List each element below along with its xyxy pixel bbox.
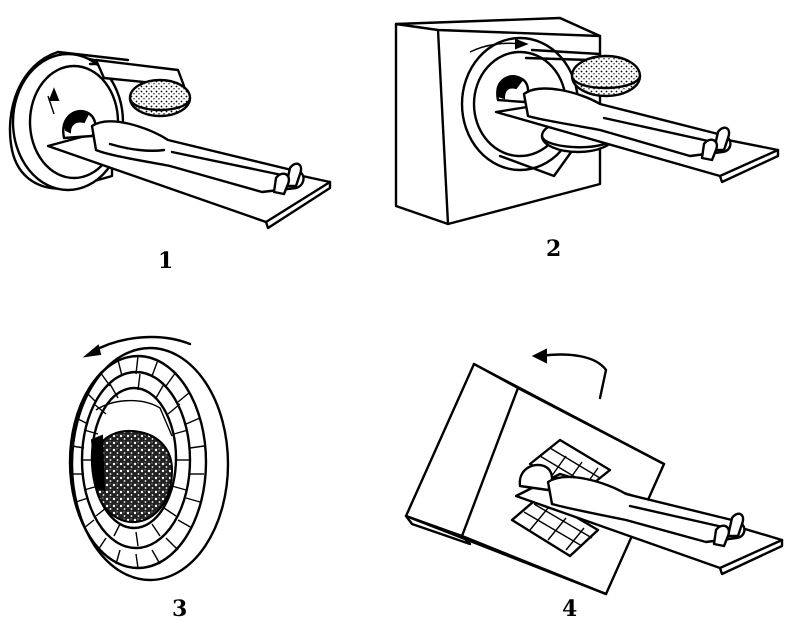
- panel-4: 4: [404, 348, 784, 621]
- panel-3: 3: [68, 335, 230, 621]
- x-ray-source: [570, 54, 642, 98]
- patient-figure: [518, 463, 746, 548]
- panel-label-3: 3: [172, 596, 187, 621]
- patient-figure: [496, 75, 732, 162]
- panel-label-4: 4: [562, 596, 577, 621]
- rotation-arrow: [531, 348, 608, 400]
- panel-2: 2: [394, 16, 780, 262]
- patient-figure: [62, 109, 305, 196]
- panel-1: 1: [8, 50, 332, 274]
- panel-label-2: 2: [546, 236, 561, 262]
- rotation-arrow: [82, 335, 192, 358]
- panel-label-1: 1: [158, 248, 173, 274]
- x-ray-source: [128, 78, 192, 118]
- scan-image: [90, 430, 174, 524]
